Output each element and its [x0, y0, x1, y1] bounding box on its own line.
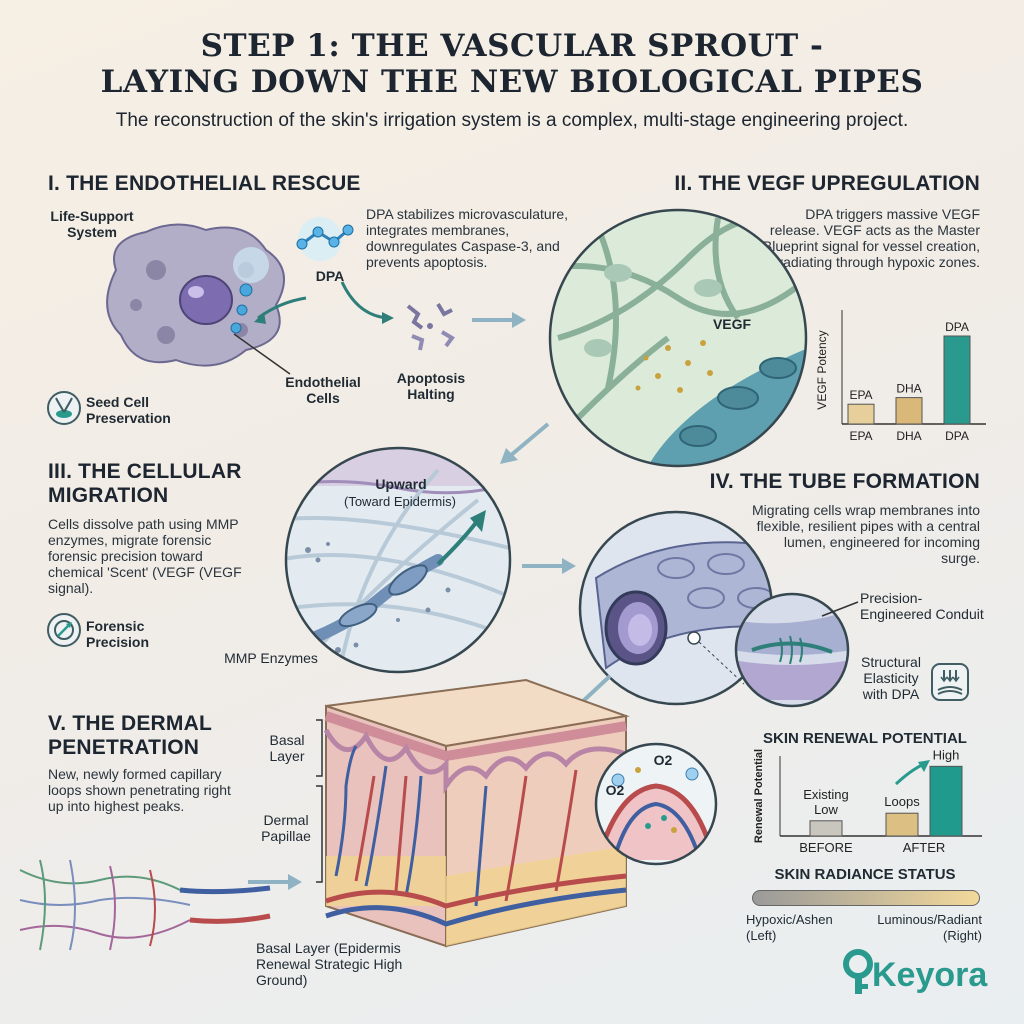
- page-title-line1: STEP 1: THE VASCULAR SPROUT -: [200, 28, 824, 64]
- chart1-bar-label: DPA: [945, 320, 969, 334]
- life-support-label: Life-Support System: [50, 208, 134, 240]
- chart2-growth-arrowhead: [918, 760, 930, 772]
- renewal-chart-title: SKIN RENEWAL POTENTIAL: [763, 730, 967, 747]
- seed-cell-icon: [47, 391, 81, 425]
- upward-sub-label: (Toward Epidermis): [344, 494, 456, 509]
- upward-label: Upward: [375, 476, 427, 492]
- papillae-bracket: [316, 785, 323, 883]
- radiance-title: SKIN RADIANCE STATUS: [774, 866, 956, 883]
- basal-top-label: Basal Layer: [269, 732, 305, 764]
- chart1-bar-dha: [895, 397, 923, 425]
- chart2-y-label: Renewal Potential: [753, 749, 765, 843]
- keyora-logo-icon: [843, 949, 873, 994]
- dpa-label: DPA: [315, 268, 345, 284]
- section3-heading: III. THE CELLULAR MIGRATION: [48, 460, 242, 507]
- skin-block-illustration: [323, 678, 630, 948]
- section1-description: DPA stabilizes microvasculature, integra…: [366, 206, 569, 270]
- mmp-label: MMP Enzymes: [224, 650, 318, 666]
- chart1-bar-epa: [847, 403, 875, 425]
- endothelial-label: Endothelial Cells: [285, 374, 361, 406]
- section4-heading: IV. THE TUBE FORMATION: [709, 470, 980, 493]
- chart1-bar-dpa: [943, 335, 971, 425]
- endothelial-cell-cluster: [106, 223, 285, 367]
- chart2-tick-after: AFTER: [903, 840, 946, 855]
- chart2-bar-label: Existing: [803, 787, 849, 802]
- section3-description: Cells dissolve path using MMP enzymes, m…: [48, 516, 242, 596]
- chart1-bar-label: EPA: [849, 388, 872, 402]
- elasticity-label: Structural Elasticity with DPA: [861, 654, 921, 702]
- section5-description: New, newly formed capillary loops shown …: [48, 766, 231, 814]
- oxygen-zoom-circle: [594, 742, 718, 866]
- chart2-bar-label: Low: [814, 802, 838, 817]
- section1-to-2-arrow: [472, 312, 526, 328]
- section2-to-3-arrow: [500, 422, 550, 464]
- chart1-tick-label: DPA: [945, 429, 969, 443]
- radiance-gradient-bar: [752, 890, 980, 906]
- section2-description: DPA triggers massive VEGF release. VEGF …: [762, 206, 980, 270]
- section3-to-4-arrow: [522, 558, 576, 574]
- dpa-to-apoptosis-arrow: [340, 281, 394, 324]
- chart2-tick-before: BEFORE: [799, 840, 853, 855]
- conduit-label: Precision-Engineered Conduit: [860, 590, 984, 622]
- seed-label: Seed Cell Preservation: [86, 394, 171, 426]
- conduit-pointer-line: [821, 601, 859, 617]
- conduit-detail-circle: [734, 592, 850, 708]
- section5-heading: V. THE DERMAL PENETRATION: [48, 712, 212, 759]
- vegf-release-circle: [548, 208, 808, 468]
- chart2-bar-label: High: [933, 747, 960, 762]
- chart1-bar-label: DHA: [896, 382, 921, 396]
- basal-bracket: [316, 719, 323, 777]
- dpa-molecule-icon: [296, 217, 354, 261]
- chart2-bar: [809, 820, 843, 837]
- elasticity-icon: [931, 663, 969, 701]
- section4-description: Migrating cells wrap membranes into flex…: [752, 502, 980, 566]
- vegf-label: VEGF: [712, 316, 752, 332]
- chart1-y-label: VEGF Potency: [815, 330, 829, 409]
- chart2-bar: [929, 765, 963, 837]
- dpa-to-cell-arrow: [254, 296, 307, 324]
- apoptosis-fragments-icon: [406, 302, 455, 351]
- chart2-bar: [885, 812, 919, 837]
- tube-formation-circle: [578, 510, 774, 706]
- chart2-growth-arrow: [894, 762, 925, 786]
- forensic-precision-icon: [47, 613, 81, 647]
- o2-label-right: O2: [653, 752, 673, 768]
- page-subtitle: The reconstruction of the skin's irrigat…: [115, 110, 909, 131]
- endothelial-pointer-line: [233, 333, 291, 375]
- chart1-tick-label: DHA: [896, 429, 921, 443]
- apoptosis-label: Apoptosis Halting: [396, 370, 466, 402]
- section2-heading: II. THE VEGF UPREGULATION: [674, 172, 980, 195]
- network-to-skin-arrow: [248, 874, 302, 890]
- radiance-right-label: Luminous/Radiant (Right): [877, 912, 982, 943]
- keyora-logo: Keyora: [872, 956, 988, 994]
- capillary-network-illustration: [19, 859, 271, 951]
- page-title-line2: LAYING DOWN THE NEW BIOLOGICAL PIPES: [100, 64, 924, 100]
- papillae-label: Dermal Papillae: [261, 812, 311, 844]
- forensic-label: Forensic Precision: [86, 618, 150, 650]
- cell-migration-circle: [284, 446, 512, 674]
- radiance-left-label: Hypoxic/Ashen (Left): [746, 912, 833, 943]
- o2-label-left: O2: [605, 782, 625, 798]
- basal-bottom-label: Basal Layer (Epidermis Renewal Strategic…: [256, 940, 403, 988]
- section1-heading: I. THE ENDOTHELIAL RESCUE: [48, 172, 361, 195]
- chart1-tick-label: EPA: [849, 429, 872, 443]
- chart2-bar-label: Loops: [884, 794, 920, 809]
